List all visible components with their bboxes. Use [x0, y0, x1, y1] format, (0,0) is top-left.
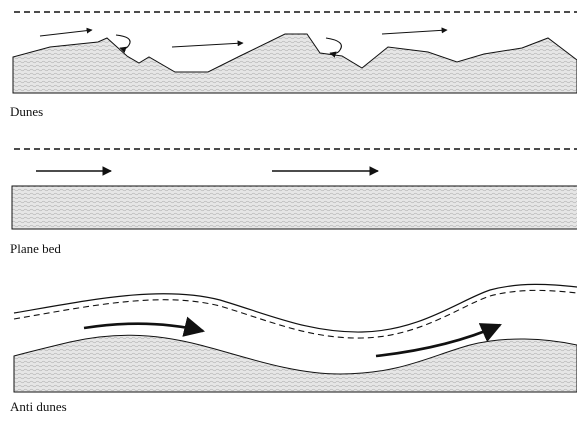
dunes-panel: [12, 11, 577, 94]
dunes-flow-arrow-2: [171, 40, 244, 48]
dunes-sediment-bed: [12, 33, 577, 94]
anti-dunes-flow-arrow-1: [83, 316, 206, 337]
plane-bed-sediment-bed: [11, 185, 577, 230]
dunes-eddy-arrow-2: [325, 37, 342, 58]
plane-bed-panel: [11, 148, 577, 230]
anti-dunes-panel: [13, 283, 577, 393]
dunes-flow-arrow-3: [381, 27, 448, 35]
anti-dunes-label: Anti dunes: [10, 399, 67, 414]
anti-dunes-sediment-bed: [13, 334, 577, 393]
anti-dunes-water-surface-solid: [13, 283, 577, 333]
plane-bed-label: Plane bed: [10, 241, 61, 256]
dunes-eddy-arrow-1: [115, 34, 131, 54]
anti-dunes-water-surface-dashed: [13, 289, 577, 339]
anti-dunes-flow-arrow-2: [375, 323, 502, 358]
dunes-flow-arrow-1: [39, 27, 93, 37]
dunes-label: Dunes: [10, 104, 44, 119]
